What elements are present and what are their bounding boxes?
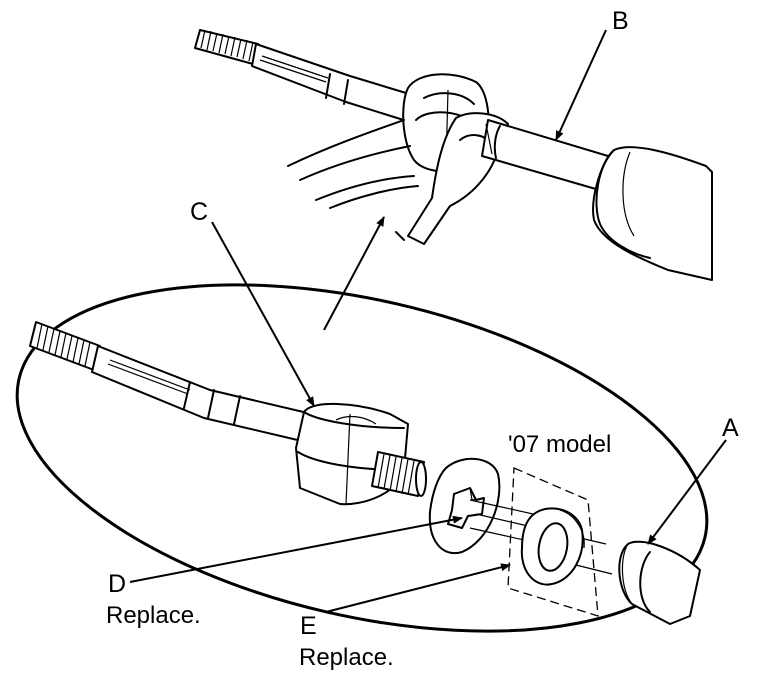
lower-tie-rod-thread [29,321,101,371]
label-d: D [108,570,126,598]
model-07-dashed-box [507,467,599,617]
lock-washer-d [428,457,501,555]
upper-tie-rod-shaft [251,43,417,123]
tie-rod-inner-thread [371,451,427,497]
upper-tie-rod-thread [194,29,259,65]
detail-callout-arrow [323,216,385,331]
label-model-07: '07 model [508,431,611,458]
label-a: A [722,414,739,442]
upper-rack-tube [481,119,713,281]
leader-a [647,439,727,545]
label-d-note: Replace. [106,602,201,629]
label-e: E [300,612,317,640]
rack-end-a [618,540,701,625]
leader-d [129,515,463,583]
leader-c [211,221,315,407]
leader-b [555,29,607,141]
label-e-note: Replace. [299,644,394,671]
label-b: B [612,7,629,35]
lower-exploded-assembly [29,321,701,625]
upper-wrench-left [287,119,419,209]
lower-tie-rod-shaft [91,345,313,443]
leader-e [325,563,511,613]
upper-detail-assembly [194,29,713,281]
label-c: C [190,198,208,226]
washer-e [520,507,585,586]
